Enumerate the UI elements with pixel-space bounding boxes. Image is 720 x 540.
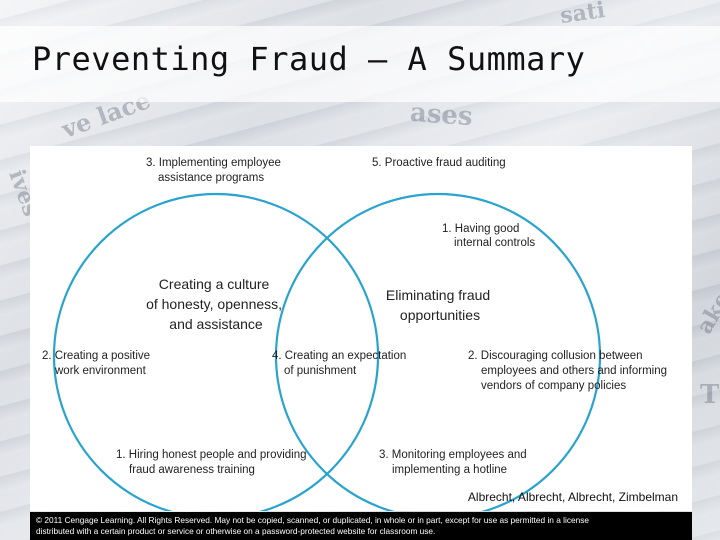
label-discouraging-collusion: 2. Discouraging collusion between employ… bbox=[468, 350, 670, 392]
label-expectation-punishment: 4. Creating an expectation of punishment bbox=[272, 350, 409, 377]
label-internal-controls: 1. Having good internal controls bbox=[442, 223, 535, 249]
label-hiring-honest-people: 1. Hiring honest people and providing fr… bbox=[116, 449, 310, 476]
venn-diagram: Creating a culture of honesty, openness,… bbox=[42, 157, 670, 520]
label-proactive-auditing: 5. Proactive fraud auditing bbox=[372, 157, 506, 169]
label-positive-environment: 2. Creating a positive work environment bbox=[42, 350, 153, 377]
left-center-text: Creating a culture of honesty, openness,… bbox=[146, 276, 286, 332]
label-employee-assistance: 3. Implementing employee assistance prog… bbox=[146, 157, 284, 184]
page-title: Preventing Fraud – A Summary bbox=[32, 40, 586, 78]
background-word: TL bbox=[700, 380, 720, 410]
right-center-text: Eliminating fraud opportunities bbox=[386, 287, 494, 323]
copyright-line: © 2011 Cengage Learning. All Rights Rese… bbox=[36, 515, 589, 525]
background-word: ases bbox=[409, 97, 474, 133]
title-bar bbox=[0, 26, 720, 102]
copyright-footer: © 2011 Cengage Learning. All Rights Rese… bbox=[30, 512, 692, 540]
copyright-line: distributed with a certain product or se… bbox=[36, 526, 436, 536]
diagram-panel: Creating a culture of honesty, openness,… bbox=[30, 146, 692, 520]
label-monitoring-employees: 3. Monitoring employees and implementing… bbox=[379, 449, 530, 476]
source-credit: Albrecht, Albrecht, Albrecht, Zimbelman bbox=[467, 490, 678, 504]
